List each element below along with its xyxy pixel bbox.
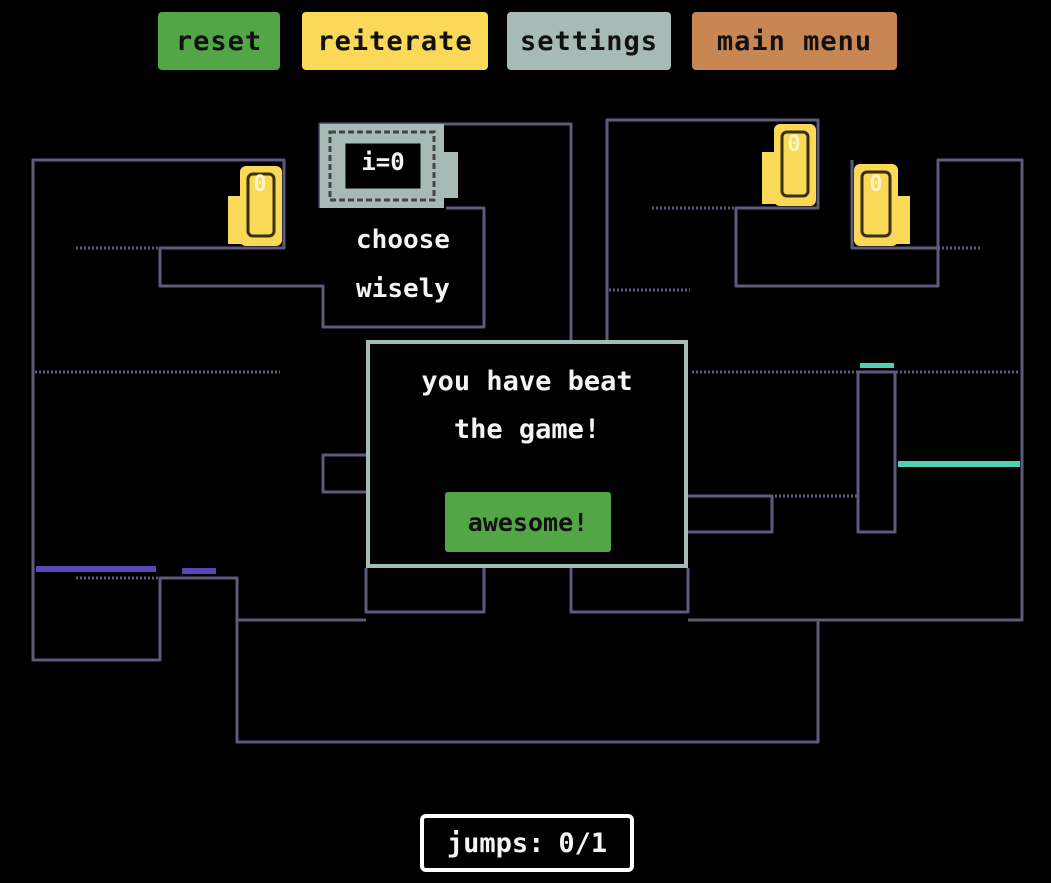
reset-button[interactable]: reset xyxy=(158,12,280,70)
coin-door-top-right xyxy=(762,124,816,206)
jumps-label: jumps: xyxy=(446,827,545,859)
win-message-line2: the game! xyxy=(453,414,601,445)
coin-label: 0 xyxy=(787,132,801,157)
win-dialog: you have beat the game! awesome! xyxy=(366,340,688,568)
iterator-sign-label: i=0 xyxy=(361,148,405,176)
settings-button[interactable]: settings xyxy=(507,12,671,70)
reiterate-button[interactable]: reiterate xyxy=(302,12,488,70)
hint-text-line2: wisely xyxy=(356,274,450,304)
iterator-sign xyxy=(320,124,458,208)
awesome-button[interactable]: awesome! xyxy=(445,492,611,552)
dotted-ledges xyxy=(35,206,1020,622)
jumps-value: 0/1 xyxy=(558,827,608,859)
coin-door-right xyxy=(854,164,910,246)
purple-switch xyxy=(182,568,216,574)
cyan-switch xyxy=(860,363,894,368)
main-menu-button[interactable]: main menu xyxy=(692,12,897,70)
purple-platform xyxy=(36,566,156,572)
cyan-platform xyxy=(898,461,1020,467)
coin-label: 0 xyxy=(253,172,267,197)
coin-door-left xyxy=(228,166,282,246)
jumps-counter: jumps: 0/1 xyxy=(420,814,634,872)
win-message-line1: you have beat xyxy=(421,366,633,397)
coin-label: 0 xyxy=(869,172,883,197)
hint-text-line1: choose xyxy=(356,225,450,255)
